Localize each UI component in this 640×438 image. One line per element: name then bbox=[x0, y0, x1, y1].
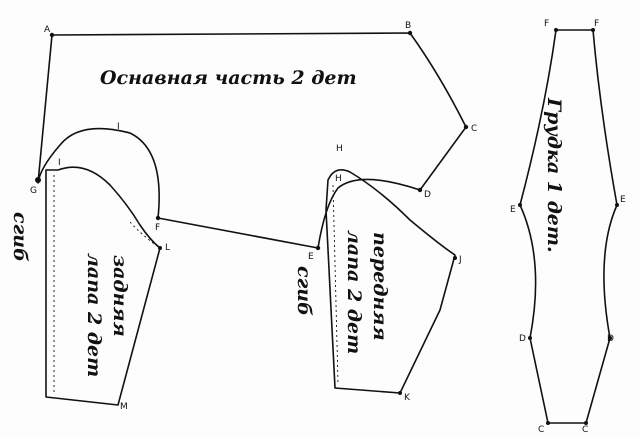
point-d-dot bbox=[417, 187, 423, 193]
main-body-piece: A B C D G F E I H Оснавная часть 2 дет bbox=[30, 21, 477, 262]
label-h: H bbox=[336, 144, 343, 154]
chest-outline bbox=[519, 29, 618, 424]
front-leg-piece: J K H сгиб передняя лапа 2 дет bbox=[293, 169, 462, 403]
point-e-dot bbox=[315, 245, 321, 251]
point-c-dot bbox=[463, 124, 469, 130]
main-body-outline bbox=[37, 32, 467, 249]
label-l: L bbox=[165, 243, 170, 253]
label-d: D bbox=[424, 190, 431, 200]
back-leg-piece: L I M сгиб задняя лапа 2 дет bbox=[9, 158, 170, 412]
label-b: B bbox=[405, 21, 411, 31]
label-d-left: D bbox=[519, 334, 526, 344]
label-front-h: H bbox=[335, 174, 342, 184]
label-a: A bbox=[44, 25, 51, 35]
point-g-dot bbox=[35, 177, 41, 183]
label-d-right: D bbox=[607, 334, 614, 344]
front-leg-fold-line bbox=[332, 184, 339, 384]
point-c-left-dot bbox=[546, 421, 550, 425]
point-d-right-dot bbox=[608, 336, 612, 340]
point-d-left-dot bbox=[528, 336, 532, 340]
point-f-dot bbox=[155, 215, 161, 221]
label-j: J bbox=[458, 255, 462, 265]
point-a-dot bbox=[49, 32, 55, 38]
back-leg-seam bbox=[129, 221, 161, 249]
label-f-left: F bbox=[544, 19, 549, 29]
main-title: Оснавная часть 2 дет bbox=[100, 67, 357, 89]
label-m: M bbox=[120, 402, 128, 412]
label-back-i: I bbox=[58, 158, 61, 168]
back-leg-title-line1: задняя bbox=[109, 255, 131, 337]
back-leg-title-line2: лапа 2 дет bbox=[83, 253, 105, 377]
point-e-right-dot bbox=[615, 203, 619, 207]
front-leg-title-line2: лапа 2 дет bbox=[343, 230, 365, 354]
point-f-right-dot bbox=[591, 28, 595, 32]
back-leg-fold-label: сгиб bbox=[9, 212, 31, 262]
front-leg-title-line1: передняя bbox=[369, 232, 391, 341]
label-f: F bbox=[155, 223, 160, 233]
point-k-dot bbox=[398, 391, 402, 395]
label-e-right: E bbox=[620, 195, 626, 205]
point-l-dot bbox=[158, 246, 162, 250]
back-leg-outline bbox=[45, 166, 161, 406]
point-f-left-dot bbox=[554, 28, 558, 32]
point-c-right-dot bbox=[584, 421, 588, 425]
label-c: C bbox=[471, 124, 477, 134]
point-b-dot bbox=[407, 30, 413, 36]
front-leg-fold-label: сгиб bbox=[293, 266, 315, 316]
chest-piece: F F E E D D C C Грудка 1 дет. bbox=[510, 19, 626, 435]
label-c-left: C bbox=[538, 425, 544, 435]
front-leg-outline bbox=[325, 169, 456, 394]
label-i: I bbox=[117, 122, 120, 132]
label-c-right: C bbox=[582, 425, 588, 435]
label-k: K bbox=[404, 393, 411, 403]
chest-title: Грудка 1 дет. bbox=[543, 97, 565, 253]
label-e-left: E bbox=[510, 205, 516, 215]
label-f-right: F bbox=[594, 19, 599, 29]
point-j-dot bbox=[453, 256, 457, 260]
label-e: E bbox=[308, 252, 314, 262]
point-e-left-dot bbox=[518, 203, 522, 207]
label-g: G bbox=[30, 186, 37, 196]
